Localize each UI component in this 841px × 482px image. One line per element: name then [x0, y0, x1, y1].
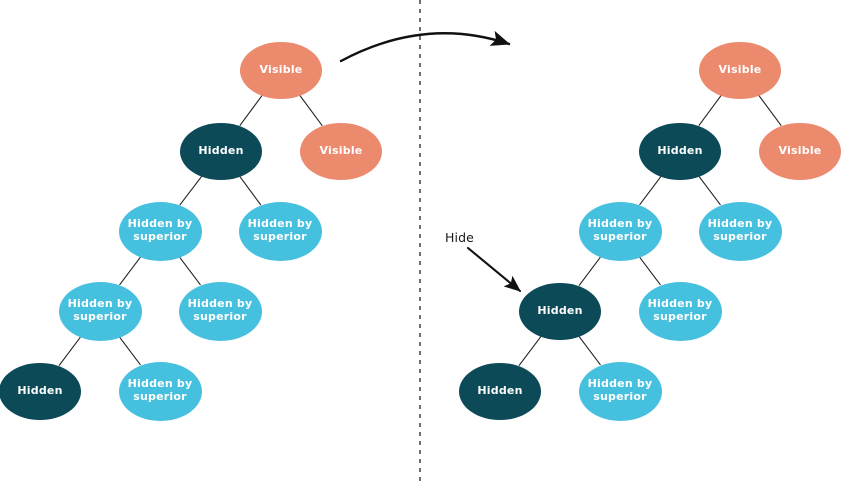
- tree-node-hidden-by-superior[interactable]: Hidden by superior: [578, 361, 662, 421]
- tree-edge: [239, 95, 263, 126]
- tree-edge: [239, 176, 262, 206]
- tree-node-label: Hidden: [537, 303, 583, 317]
- tree-node-hidden[interactable]: Hidden: [639, 122, 721, 180]
- tree-edge: [698, 95, 722, 126]
- tree-node-hidden-by-superior[interactable]: Hidden by superior: [118, 361, 202, 421]
- tree-node-hidden[interactable]: Hidden: [180, 122, 262, 180]
- tree-node-label: Hidden: [477, 383, 523, 397]
- tree-node-label: Visible: [259, 62, 303, 76]
- tree-node-visible[interactable]: Visible: [699, 41, 781, 99]
- tree-node-label: Hidden: [198, 143, 244, 157]
- tree-node-hidden-by-superior[interactable]: Hidden by superior: [578, 201, 662, 261]
- tree-edge: [518, 335, 542, 367]
- tree-edge: [179, 256, 201, 286]
- tree-node-label: Hidden by superior: [67, 297, 133, 323]
- tree-node-hidden[interactable]: Hidden: [519, 282, 601, 340]
- tree-node-label: Visible: [778, 143, 822, 157]
- tree-node-label: Hidden by superior: [127, 377, 193, 403]
- tree-node-label: Hidden by superior: [187, 297, 253, 323]
- tree-node-hidden-by-superior[interactable]: Hidden by superior: [238, 201, 322, 261]
- tree-node-hidden[interactable]: Hidden: [0, 362, 81, 420]
- tree-node-label: Hidden: [657, 143, 703, 157]
- tree-edge: [698, 175, 721, 206]
- transform-arrow-icon: [339, 30, 511, 63]
- tree-node-label: Hidden by superior: [587, 377, 653, 403]
- tree-node-label: Hidden by superior: [127, 217, 193, 243]
- tree-node-hidden-by-superior[interactable]: Hidden by superior: [58, 281, 142, 341]
- tree-node-hidden-by-superior[interactable]: Hidden by superior: [698, 201, 782, 261]
- hide-label: Hide: [445, 230, 474, 245]
- tree-edge: [119, 336, 141, 366]
- tree-edge: [578, 335, 601, 366]
- tree-edge: [299, 95, 323, 126]
- tree-edge: [758, 95, 782, 126]
- tree-node-label: Visible: [718, 62, 762, 76]
- tree-node-hidden-by-superior[interactable]: Hidden by superior: [638, 281, 722, 341]
- hide-pointer-arrow-icon: [466, 246, 522, 293]
- tree-edge: [639, 175, 662, 206]
- tree-node-label: Hidden by superior: [707, 217, 773, 243]
- tree-node-label: Hidden by superior: [587, 217, 653, 243]
- tree-node-visible[interactable]: Visible: [759, 122, 841, 180]
- tree-node-hidden-by-superior[interactable]: Hidden by superior: [118, 201, 202, 261]
- tree-edge: [179, 175, 203, 206]
- tree-node-visible[interactable]: Visible: [240, 41, 322, 99]
- tree-node-label: Hidden by superior: [647, 297, 713, 323]
- tree-edge: [119, 256, 141, 286]
- tree-edge: [578, 256, 601, 287]
- tree-node-hidden-by-superior[interactable]: Hidden by superior: [178, 281, 262, 341]
- tree-node-label: Hidden by superior: [247, 217, 313, 243]
- tree-edge: [58, 336, 81, 367]
- tree-node-visible[interactable]: Visible: [300, 122, 382, 180]
- tree-edge: [639, 256, 661, 286]
- tree-node-label: Visible: [319, 143, 363, 157]
- tree-node-label: Hidden: [17, 383, 63, 397]
- tree-node-hidden[interactable]: Hidden: [459, 362, 541, 420]
